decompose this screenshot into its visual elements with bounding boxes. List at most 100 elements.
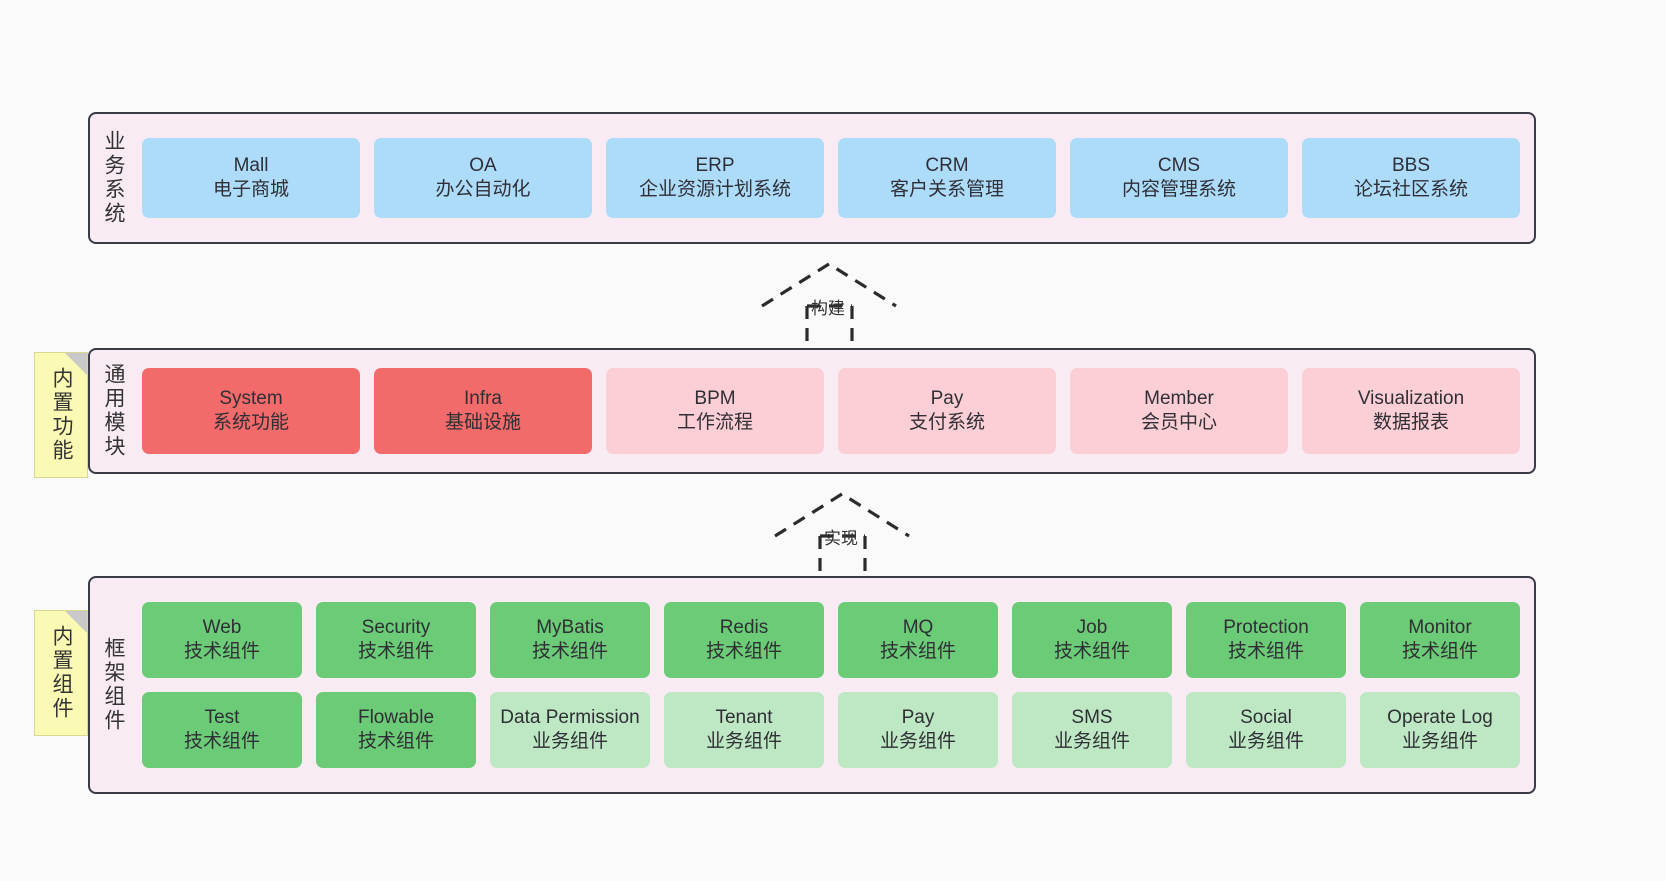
layer-label-common-modules: 通用模块 [102, 363, 126, 459]
card-subtitle: 业务组件 [879, 731, 956, 752]
card-infra[interactable]: Infra 基础设施 [374, 368, 592, 454]
card-mybatis[interactable]: MyBatis 技术组件 [490, 602, 650, 678]
card-title: Flowable [357, 706, 435, 728]
card-subtitle: 基础设施 [444, 412, 521, 433]
card-subtitle: 客户关系管理 [889, 179, 1004, 200]
card-subtitle: 技术组件 [183, 731, 260, 752]
card-title: Redis [719, 616, 769, 638]
card-subtitle: 技术组件 [183, 641, 260, 662]
card-subtitle: 业务组件 [1401, 731, 1478, 752]
card-operate-log[interactable]: Operate Log 业务组件 [1360, 692, 1520, 768]
card-test[interactable]: Test 技术组件 [142, 692, 302, 768]
card-monitor[interactable]: Monitor 技术组件 [1360, 602, 1520, 678]
folded-corner-icon [65, 611, 87, 633]
layer-business-systems: 业务系统 Mall 电子商城 OA 办公自动化 ERP 企业资源计划系统 CRM… [88, 112, 1536, 244]
card-subtitle: 技术组件 [531, 641, 608, 662]
layer-framework-components: 框架组件 Web 技术组件 Security 技术组件 MyBatis 技术组件… [88, 576, 1536, 794]
card-subtitle: 技术组件 [879, 641, 956, 662]
card-subtitle: 电子商城 [212, 179, 289, 200]
tab-builtin-features[interactable]: 内置功能 [34, 352, 88, 478]
card-title: Member [1144, 387, 1214, 409]
card-job[interactable]: Job 技术组件 [1012, 602, 1172, 678]
card-security[interactable]: Security 技术组件 [316, 602, 476, 678]
card-subtitle: 会员中心 [1140, 412, 1217, 433]
folded-corner-icon [65, 353, 87, 375]
build-arrow-label: 构建 [811, 299, 845, 318]
card-sms[interactable]: SMS 业务组件 [1012, 692, 1172, 768]
implement-arrow: 实现 [770, 488, 915, 576]
card-subtitle: 业务组件 [1227, 731, 1304, 752]
card-title: Job [1076, 616, 1108, 638]
card-subtitle: 技术组件 [1053, 641, 1130, 662]
card-row: System 系统功能 Infra 基础设施 BPM 工作流程 Pay 支付系统… [142, 368, 1520, 454]
card-mq[interactable]: MQ 技术组件 [838, 602, 998, 678]
card-row: Mall 电子商城 OA 办公自动化 ERP 企业资源计划系统 CRM 客户关系… [142, 138, 1520, 218]
card-subtitle: 企业资源计划系统 [638, 179, 791, 200]
tab-label: 内置组件 [50, 625, 73, 721]
card-title: Security [361, 616, 431, 638]
card-oa[interactable]: OA 办公自动化 [374, 138, 592, 218]
card-protection[interactable]: Protection 技术组件 [1186, 602, 1346, 678]
card-subtitle: 技术组件 [1401, 641, 1478, 662]
card-row: Test 技术组件 Flowable 技术组件 Data Permission … [142, 692, 1520, 768]
card-title: SMS [1071, 706, 1113, 728]
card-mall[interactable]: Mall 电子商城 [142, 138, 360, 218]
card-title: MyBatis [536, 616, 604, 638]
card-title: Tenant [715, 706, 773, 728]
tab-builtin-components[interactable]: 内置组件 [34, 610, 88, 736]
build-arrow: 构建 [757, 258, 902, 346]
card-title: Infra [463, 387, 503, 409]
card-subtitle: 系统功能 [212, 412, 289, 433]
card-subtitle: 数据报表 [1372, 412, 1449, 433]
card-tenant[interactable]: Tenant 业务组件 [664, 692, 824, 768]
card-redis[interactable]: Redis 技术组件 [664, 602, 824, 678]
card-subtitle: 业务组件 [531, 731, 608, 752]
layer-common-modules: 通用模块 System 系统功能 Infra 基础设施 BPM 工作流程 Pay… [88, 348, 1536, 474]
card-flowable[interactable]: Flowable 技术组件 [316, 692, 476, 768]
card-bbs[interactable]: BBS 论坛社区系统 [1302, 138, 1520, 218]
card-subtitle: 技术组件 [1227, 641, 1304, 662]
layer-label-business-systems: 业务系统 [102, 130, 126, 226]
card-title: MQ [902, 616, 934, 638]
card-title: Social [1240, 706, 1292, 728]
card-title: Pay [901, 706, 935, 728]
card-pay-component[interactable]: Pay 业务组件 [838, 692, 998, 768]
card-visualization[interactable]: Visualization 数据报表 [1302, 368, 1520, 454]
card-social[interactable]: Social 业务组件 [1186, 692, 1346, 768]
card-subtitle: 业务组件 [705, 731, 782, 752]
arrow-head-outline [774, 492, 910, 538]
card-title: Data Permission [500, 706, 640, 728]
card-title: Visualization [1357, 387, 1465, 409]
tab-label: 内置功能 [50, 367, 73, 463]
card-grid-business-systems: Mall 电子商城 OA 办公自动化 ERP 企业资源计划系统 CRM 客户关系… [136, 114, 1534, 242]
card-subtitle: 业务组件 [1053, 731, 1130, 752]
card-title: Monitor [1408, 616, 1472, 638]
arrow-stem [805, 304, 854, 344]
card-title: Mall [233, 154, 269, 176]
card-subtitle: 内容管理系统 [1121, 179, 1236, 200]
card-grid-common-modules: System 系统功能 Infra 基础设施 BPM 工作流程 Pay 支付系统… [136, 350, 1534, 472]
card-data-permission[interactable]: Data Permission 业务组件 [490, 692, 650, 768]
card-cms[interactable]: CMS 内容管理系统 [1070, 138, 1288, 218]
card-system[interactable]: System 系统功能 [142, 368, 360, 454]
card-subtitle: 技术组件 [357, 731, 434, 752]
card-web[interactable]: Web 技术组件 [142, 602, 302, 678]
card-crm[interactable]: CRM 客户关系管理 [838, 138, 1056, 218]
card-subtitle: 技术组件 [357, 641, 434, 662]
card-subtitle: 论坛社区系统 [1353, 179, 1468, 200]
card-title: ERP [695, 154, 735, 176]
card-erp[interactable]: ERP 企业资源计划系统 [606, 138, 824, 218]
card-subtitle: 办公自动化 [435, 179, 531, 200]
card-pay[interactable]: Pay 支付系统 [838, 368, 1056, 454]
card-title: Web [202, 616, 242, 638]
card-subtitle: 技术组件 [705, 641, 782, 662]
card-subtitle: 工作流程 [676, 412, 753, 433]
card-bpm[interactable]: BPM 工作流程 [606, 368, 824, 454]
layer-label-framework-components: 框架组件 [102, 637, 126, 733]
card-title: CRM [925, 154, 969, 176]
card-member[interactable]: Member 会员中心 [1070, 368, 1288, 454]
card-title: OA [469, 154, 497, 176]
arrow-stem [818, 534, 867, 574]
implement-arrow-label: 实现 [824, 529, 858, 548]
